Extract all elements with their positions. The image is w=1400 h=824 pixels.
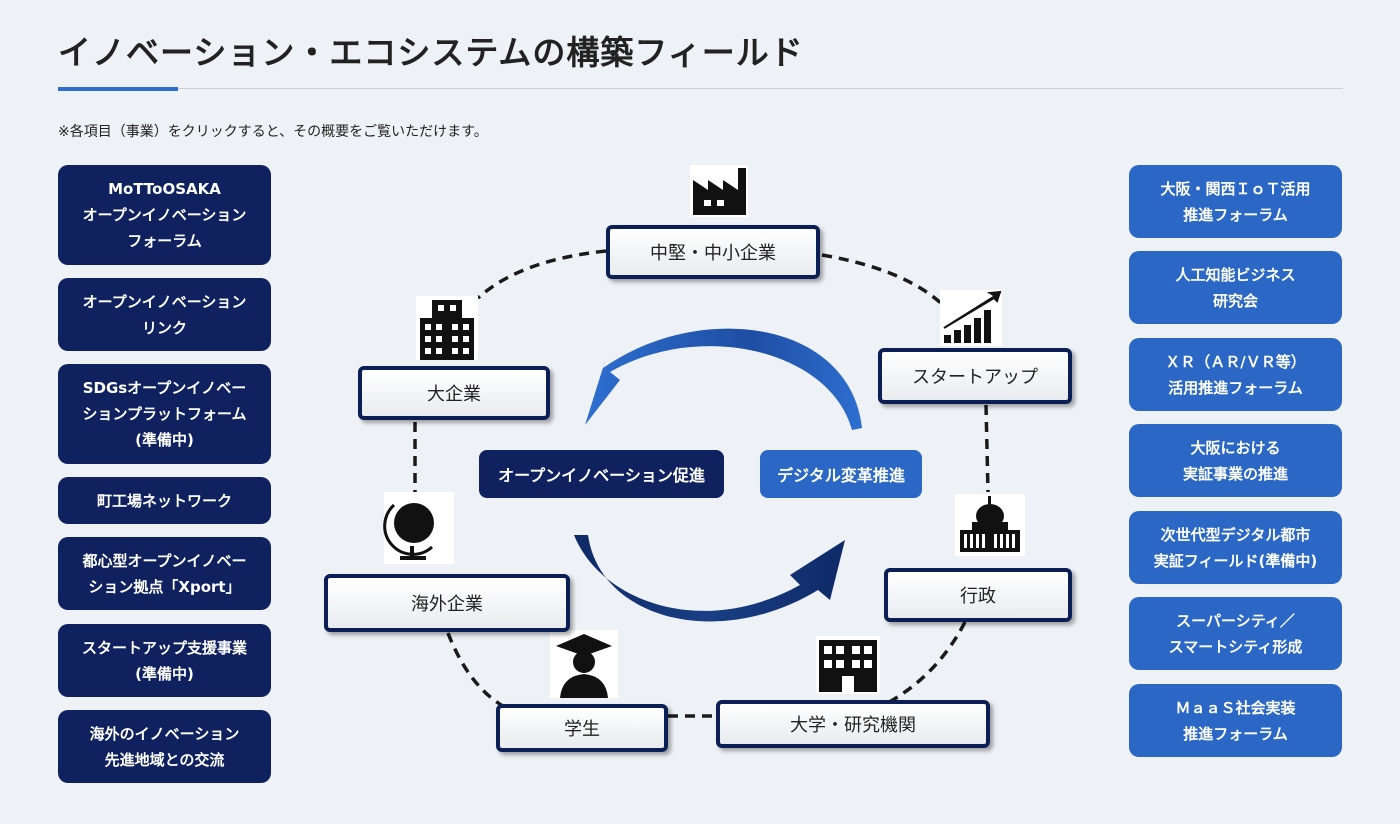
graduate-icon	[550, 630, 618, 698]
link-startup-gov	[984, 404, 990, 493]
left-item-startup-support[interactable]: スタートアップ支援事業 (準備中)	[58, 624, 271, 697]
right-item-demonstration[interactable]: 大阪における 実証事業の推進	[1129, 424, 1342, 497]
office-building-icon	[416, 296, 478, 360]
center-digital-transformation: デジタル変革推進	[760, 450, 922, 498]
link-sme-large	[476, 249, 607, 300]
node-overseas-company: 海外企業	[324, 574, 570, 632]
right-item-super-city[interactable]: スーパーシティ／ スマートシティ形成	[1129, 597, 1342, 670]
capitol-icon	[955, 494, 1025, 556]
left-item-mottoosaka-forum[interactable]: MoTToOSAKA オープンイノベーション フォーラム	[58, 165, 271, 265]
left-item-xport[interactable]: 都心型オープンイノベー ション拠点「Xport」	[58, 537, 271, 610]
link-sme-startup	[821, 253, 950, 312]
left-item-open-innovation-link[interactable]: オープンイノベーション リンク	[58, 278, 271, 351]
school-building-icon	[816, 636, 880, 694]
left-item-overseas-exchange[interactable]: 海外のイノベーション 先進地域との交流	[58, 710, 271, 783]
left-item-sdgs-platform[interactable]: SDGsオープンイノベー ションプラットフォーム (準備中)	[58, 364, 271, 464]
globe-icon	[383, 492, 454, 564]
arrow-top-curve	[585, 328, 862, 430]
instruction-note: ※各項目（事業）をクリックすると、その概要をご覧いただけます。	[58, 124, 488, 140]
left-item-machikouba-network[interactable]: 町工場ネットワーク	[58, 477, 271, 524]
right-item-iot-forum[interactable]: 大阪・関西ＩｏＴ活用 推進フォーラム	[1129, 165, 1342, 238]
title-divider	[58, 88, 1343, 89]
node-large-company: 大企業	[358, 366, 550, 420]
node-sme: 中堅・中小企業	[606, 225, 820, 279]
node-university: 大学・研究機関	[716, 700, 990, 748]
node-government: 行政	[884, 568, 1072, 622]
right-item-digital-city-field[interactable]: 次世代型デジタル都市 実証フィールド(準備中)	[1129, 511, 1342, 584]
factory-icon	[690, 165, 748, 217]
growth-chart-icon	[940, 290, 1002, 346]
right-item-ai-business[interactable]: 人工知能ビジネス 研究会	[1129, 251, 1342, 324]
right-item-maas-forum[interactable]: ＭａａＳ社会実装 推進フォーラム	[1129, 684, 1342, 757]
page-title: イノベーション・エコシステムの構築フィールド	[58, 33, 804, 72]
link-gov-university	[877, 621, 967, 710]
center-open-innovation: オープンイノベーション促進	[479, 450, 724, 498]
node-student: 学生	[496, 704, 668, 752]
right-item-xr-forum[interactable]: ＸＲ（ＡＲ/ＶＲ等） 活用推進フォーラム	[1129, 338, 1342, 411]
node-startup: スタートアップ	[878, 348, 1072, 404]
arrow-bottom-curve	[574, 535, 845, 622]
link-overseas-student	[446, 632, 511, 712]
title-accent-bar	[58, 87, 178, 91]
